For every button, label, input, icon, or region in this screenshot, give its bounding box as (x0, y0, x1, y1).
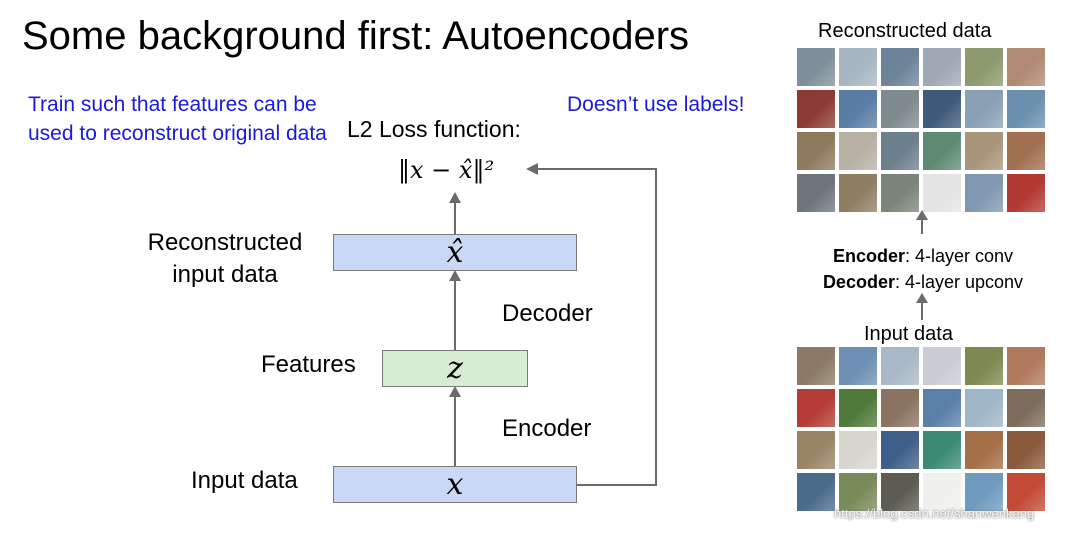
reconstructed-thumbnail (1007, 174, 1045, 212)
arrowhead-skip (526, 163, 538, 175)
input-thumbnail (881, 389, 919, 427)
features-box: z (382, 350, 528, 387)
input-thumbnail (797, 389, 835, 427)
input-thumbnail (965, 473, 1003, 511)
input-thumbnail (881, 347, 919, 385)
reconstructed-thumbnail (797, 48, 835, 86)
reconstructed-thumbnail (965, 174, 1003, 212)
reconstructed-thumbnail (1007, 48, 1045, 86)
arrowhead-loss (449, 192, 461, 203)
reconstructed-thumbnail (881, 132, 919, 170)
decoder-caption-bold: Decoder (822, 272, 895, 292)
input-thumbnail (797, 347, 835, 385)
reconstructed-thumbnail (965, 48, 1003, 86)
decoder-caption: Decoder: 4-layer upconv (778, 272, 1068, 293)
input-thumbnail (881, 431, 919, 469)
input-thumbnail (923, 473, 961, 511)
input-thumbnail (839, 473, 877, 511)
reconstructed-data-title: Reconstructed data (818, 20, 992, 42)
arrowhead-recon-grid (916, 210, 928, 220)
reconstructed-thumbnail (839, 132, 877, 170)
input-thumbnail (923, 389, 961, 427)
encoder-caption-text: : 4-layer conv (904, 246, 1014, 266)
loss-function-title: L2 Loss function: (347, 116, 521, 142)
encoder-caption-bold: Encoder (832, 246, 905, 266)
slide-title: Some background first: Autoencoders (22, 14, 690, 58)
reconstructed-thumbnail (923, 48, 961, 86)
arrowhead-z (449, 386, 461, 397)
skip-connection-line (537, 168, 657, 486)
reconstructed-thumbnail (923, 90, 961, 128)
reconstructed-image-grid (797, 48, 1045, 212)
reconstructed-thumbnail (839, 48, 877, 86)
reconstructed-thumbnail (797, 174, 835, 212)
input-thumbnail (965, 431, 1003, 469)
reconstructed-thumbnail (839, 90, 877, 128)
reconstructed-thumbnail (923, 174, 961, 212)
input-image-grid (797, 347, 1045, 511)
reconstructed-thumbnail (923, 132, 961, 170)
input-thumbnail (1007, 473, 1045, 511)
features-label: Features (261, 351, 356, 378)
arrowhead-caption (916, 293, 928, 303)
reconstructed-thumbnail (1007, 132, 1045, 170)
input-thumbnail (965, 347, 1003, 385)
decoder-label: Decoder (502, 300, 593, 327)
watermark: https://blog.csdn.net/shanwenkang (834, 506, 1035, 521)
reconstructed-thumbnail (881, 90, 919, 128)
reconstruction-box: x̂ (333, 234, 577, 271)
loss-formula: ‖x − x̂‖² (398, 156, 495, 184)
training-note: Train such that features can be used to … (28, 93, 327, 145)
reconstructed-thumbnail (797, 90, 835, 128)
input-thumbnail (1007, 389, 1045, 427)
input-thumbnail (1007, 431, 1045, 469)
encoder-caption: Encoder: 4-layer conv (778, 246, 1068, 267)
input-box: x (333, 466, 577, 503)
decoder-caption-text: : 4-layer upconv (894, 272, 1024, 292)
reconstructed-thumbnail (881, 174, 919, 212)
input-thumbnail (965, 389, 1003, 427)
labels-note: Doesn’t use labels! (567, 93, 745, 116)
input-thumbnail (839, 431, 877, 469)
reconstructed-thumbnail (965, 132, 1003, 170)
reconstructed-thumbnail (839, 174, 877, 212)
input-thumbnail (923, 347, 961, 385)
reconstructed-thumbnail (881, 48, 919, 86)
reconstructed-thumbnail (965, 90, 1003, 128)
reconstructed-thumbnail (797, 132, 835, 170)
input-thumbnail (839, 389, 877, 427)
reconstructed-thumbnail (1007, 90, 1045, 128)
input-thumbnail (797, 473, 835, 511)
input-data-title: Input data (864, 323, 953, 345)
encoder-label: Encoder (502, 415, 592, 442)
reconstructed-label: Reconstructed input data (147, 229, 303, 288)
input-thumbnail (839, 347, 877, 385)
arrowhead-xhat (449, 270, 461, 281)
input-label: Input data (191, 467, 298, 494)
input-thumbnail (797, 431, 835, 469)
input-thumbnail (923, 431, 961, 469)
input-thumbnail (881, 473, 919, 511)
input-thumbnail (1007, 347, 1045, 385)
